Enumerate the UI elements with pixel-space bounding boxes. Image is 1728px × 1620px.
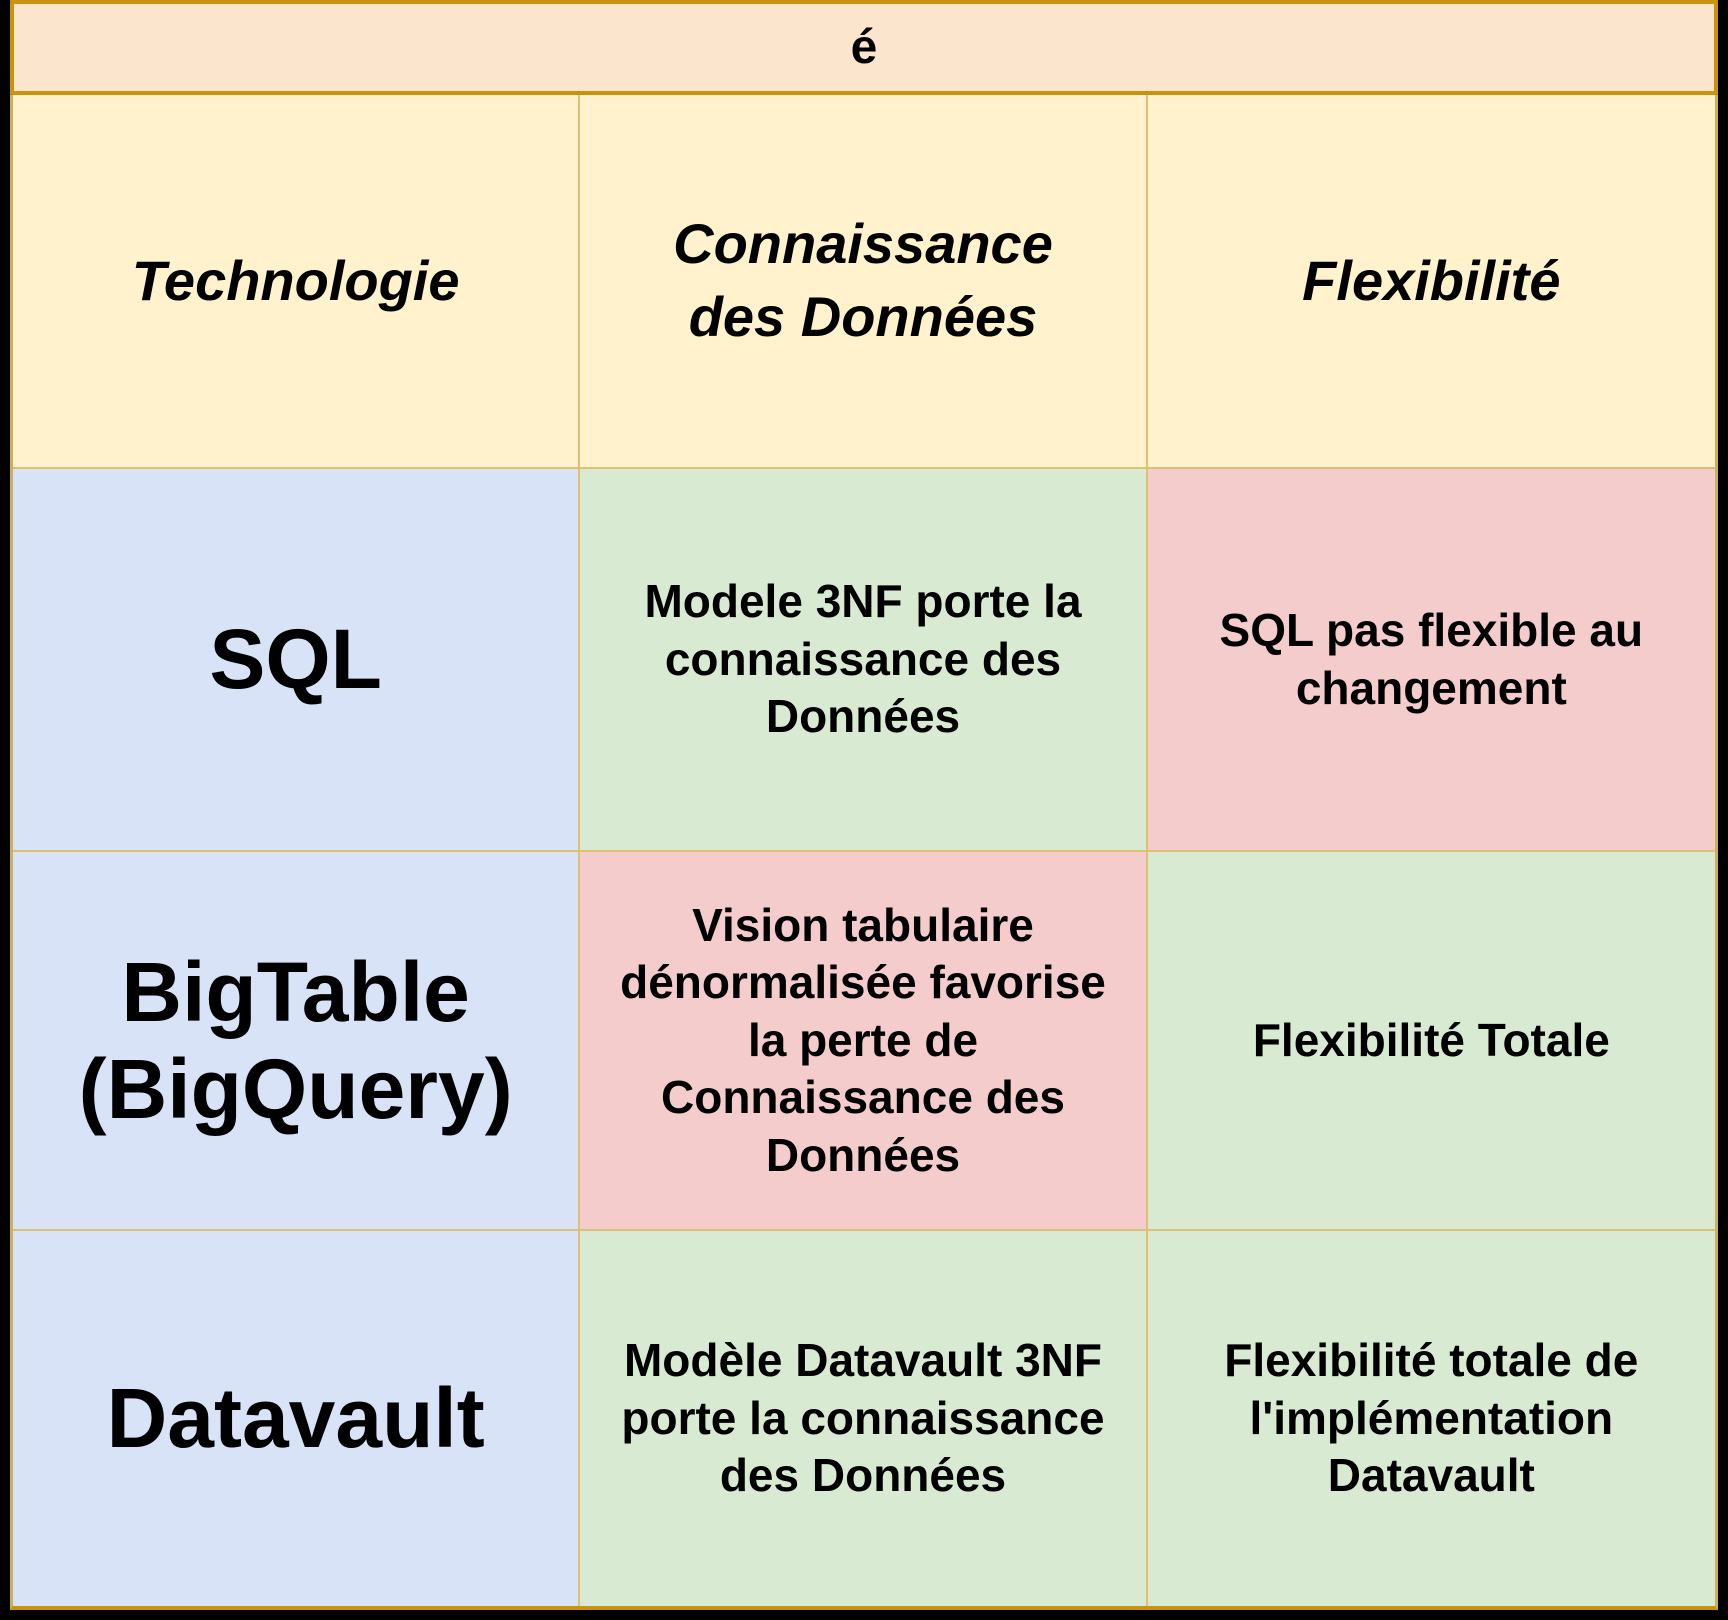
cell-datavault-knowledge: Modèle Datavault 3NF porte la connaissan… — [580, 1231, 1148, 1606]
banner-text: é — [850, 21, 878, 74]
tech-label: SQL — [209, 612, 382, 707]
cell-bigtable-name: BigTable (BigQuery) — [13, 852, 581, 1231]
column-header-label: Flexibilité — [1302, 248, 1561, 312]
flexibility-note: Flexibilité totale de l'implémentation D… — [1224, 1334, 1639, 1502]
cell-sql-name: SQL — [13, 469, 581, 852]
flexibility-note: Flexibilité Totale — [1252, 1013, 1610, 1066]
column-header-label: Technologie — [131, 248, 460, 312]
tech-label: Datavault — [106, 1371, 485, 1466]
cell-sql-knowledge: Modele 3NF porte la connaissance des Don… — [580, 469, 1148, 852]
tech-label: BigTable (BigQuery) — [78, 944, 513, 1136]
knowledge-note: Modèle Datavault 3NF porte la connaissan… — [621, 1334, 1105, 1502]
column-header-flexibilite: Flexibilité — [1147, 95, 1715, 469]
cell-datavault-name: Datavault — [13, 1231, 581, 1606]
column-header-connaissance: Connaissance des Données — [580, 95, 1148, 469]
cell-bigtable-flexibility: Flexibilité Totale — [1147, 852, 1715, 1231]
knowledge-note: Vision tabulaire dénormalisée favorise l… — [620, 898, 1106, 1181]
column-header-label: Connaissance des Données — [673, 212, 1053, 348]
cell-datavault-flexibility: Flexibilité totale de l'implémentation D… — [1147, 1231, 1715, 1606]
title-banner: é — [10, 0, 1718, 95]
cell-bigtable-knowledge: Vision tabulaire dénormalisée favorise l… — [580, 852, 1148, 1231]
knowledge-note: Modele 3NF porte la connaissance des Don… — [644, 575, 1082, 743]
flexibility-note: SQL pas flexible au changement — [1219, 604, 1644, 714]
comparison-table: Technologie Connaissance des Données Fle… — [10, 95, 1718, 1610]
cell-sql-flexibility: SQL pas flexible au changement — [1147, 469, 1715, 852]
column-header-technologie: Technologie — [13, 95, 581, 469]
